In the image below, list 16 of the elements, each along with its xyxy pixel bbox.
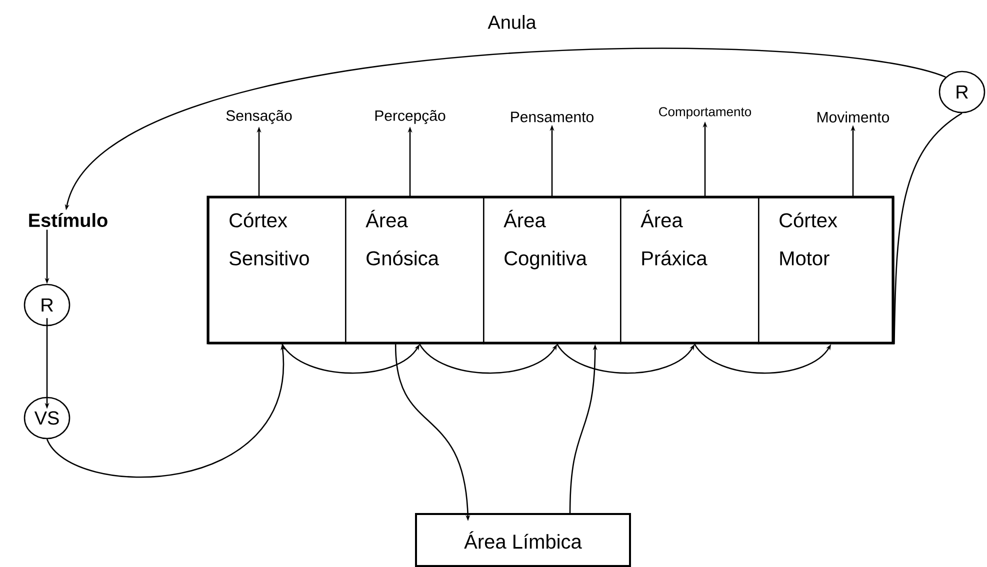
- output-label: Comportamento: [659, 107, 752, 119]
- circle-node: R: [24, 284, 70, 326]
- cortex-area-cell: Córtex Motor: [758, 197, 894, 344]
- node-label: Córtex Sensitivo: [230, 212, 309, 266]
- cortex-area-cell: Área Gnósica: [345, 197, 484, 344]
- process-box: Área Límbica: [415, 513, 631, 567]
- stimulus-label: Estímulo: [29, 212, 108, 228]
- output-label: Pensamento: [511, 112, 594, 122]
- cortex-area-cell: Área Práxica: [620, 197, 760, 344]
- cortex-area-cell: Área Cognitiva: [483, 197, 622, 344]
- circle-node: R: [938, 70, 986, 114]
- edge-label: Anula: [486, 14, 538, 30]
- output-label: Percepção: [375, 110, 446, 124]
- output-label: Movimento: [818, 112, 890, 122]
- circle-node: VS: [24, 396, 70, 440]
- output-label: Sensação: [226, 110, 292, 124]
